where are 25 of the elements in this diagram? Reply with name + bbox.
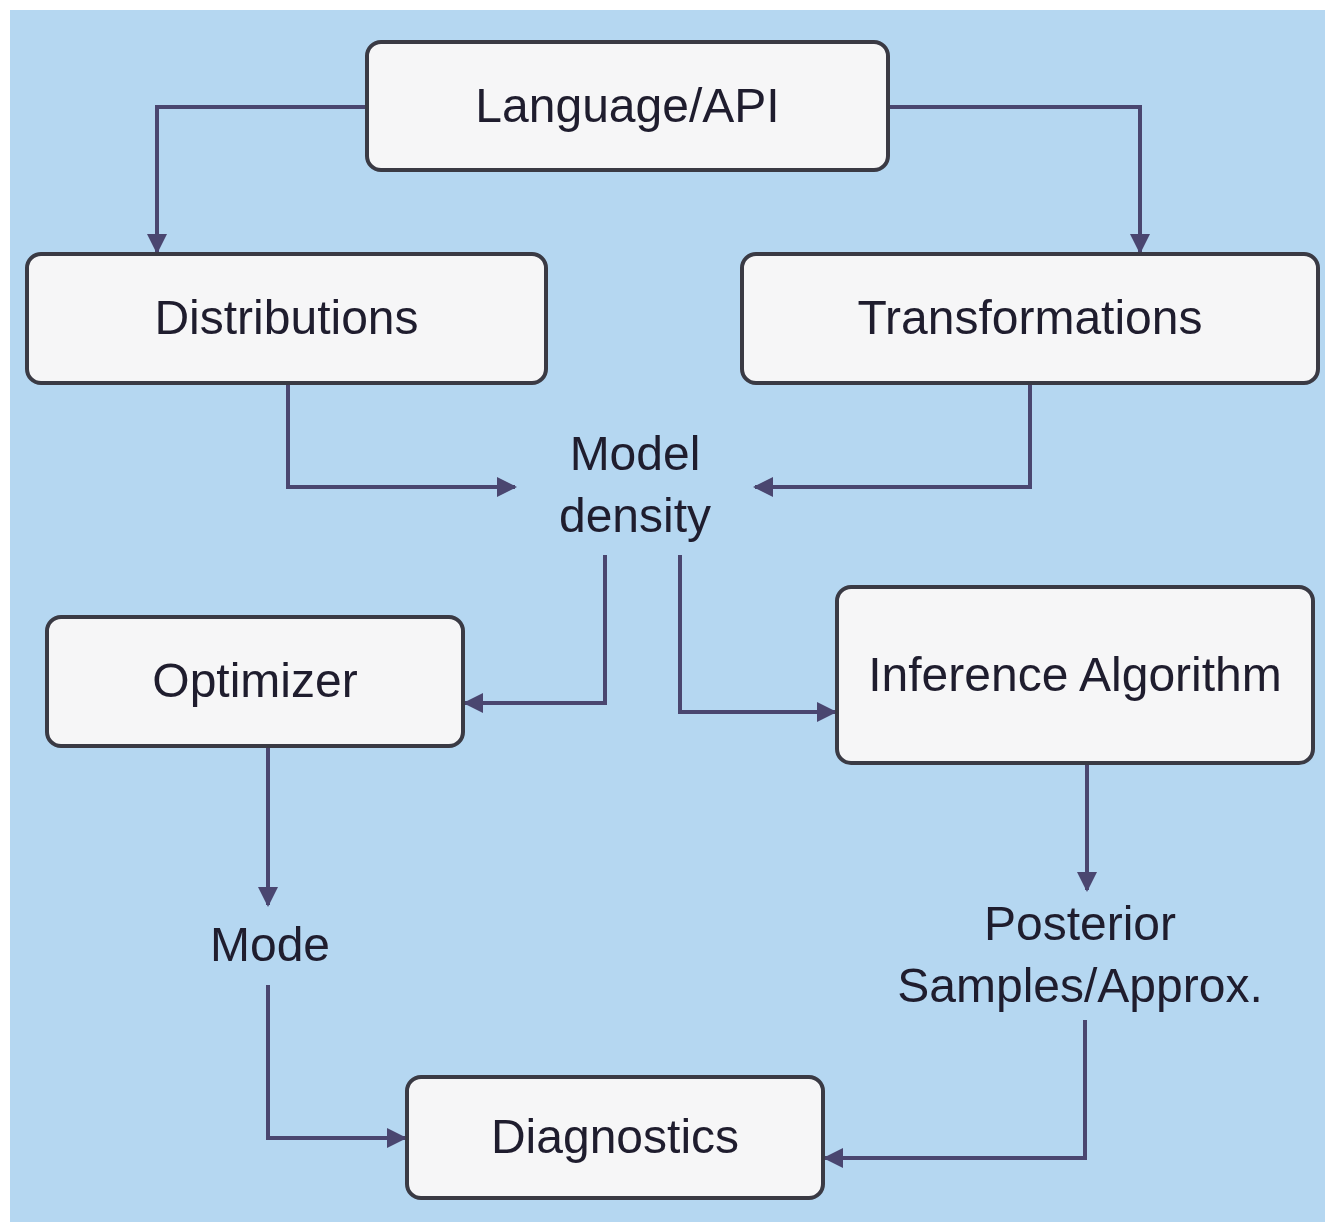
arrow bbox=[753, 385, 1032, 497]
node-text: Language/API bbox=[475, 77, 780, 134]
node-text: Posterior Samples/Approx. bbox=[896, 895, 1264, 1014]
node-text: Transformations bbox=[857, 290, 1203, 347]
node-text: Distributions bbox=[154, 290, 419, 347]
process-box bbox=[405, 1075, 825, 1200]
node-text: Diagnostics bbox=[490, 1109, 740, 1166]
arrow bbox=[258, 748, 278, 907]
arrow bbox=[678, 555, 837, 722]
arrow bbox=[286, 385, 517, 497]
process-box bbox=[835, 585, 1315, 765]
node-text: Model density bbox=[557, 425, 713, 544]
arrow bbox=[1077, 765, 1097, 892]
process-box bbox=[45, 615, 465, 748]
node-text: Mode bbox=[209, 916, 331, 973]
node-text: Optimizer bbox=[152, 653, 358, 710]
arrow bbox=[823, 1020, 1087, 1168]
process-box bbox=[740, 252, 1320, 385]
process-box bbox=[25, 252, 548, 385]
arrow bbox=[890, 105, 1150, 254]
arrow bbox=[266, 985, 407, 1148]
process-box bbox=[365, 40, 890, 172]
node-text: Inference Algorithm bbox=[868, 646, 1282, 703]
arrow bbox=[147, 105, 365, 254]
arrow bbox=[463, 555, 607, 713]
